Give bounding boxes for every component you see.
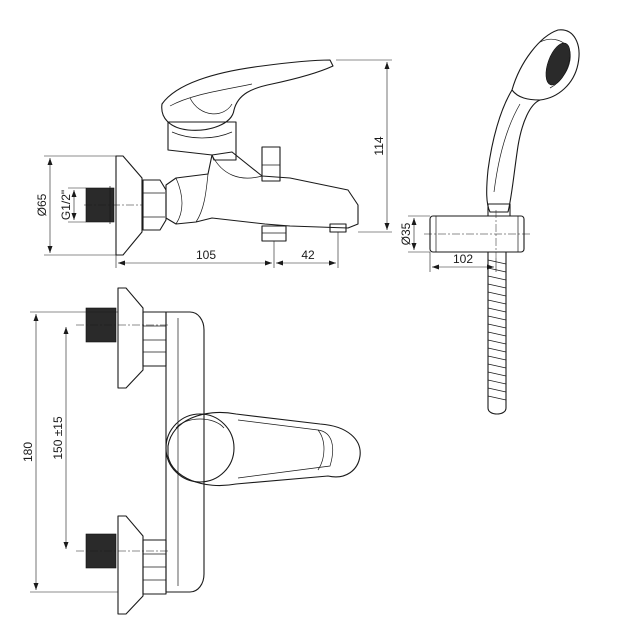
side-diverter-knob	[261, 146, 281, 182]
dim-center-distance: 150 ±15	[51, 416, 65, 460]
shower-handle	[486, 89, 541, 213]
front-lever-handle	[167, 411, 361, 487]
front-top-flange	[117, 287, 144, 389]
shower-nozzles	[545, 42, 571, 86]
hand-shower-view: Ø35 102	[399, 29, 580, 415]
side-cartridge	[167, 121, 237, 161]
front-bottom-hex-nut	[142, 539, 167, 595]
dim-spout-width: 42	[301, 248, 315, 262]
side-wall-flange	[115, 155, 143, 256]
dim-front-height: 180	[21, 442, 35, 462]
shower-handle-base	[487, 203, 511, 217]
side-bottom-outlet	[261, 225, 287, 242]
side-mixer-body	[165, 151, 359, 229]
front-mixer-body	[165, 311, 205, 593]
front-cartridge	[165, 413, 235, 483]
front-top-hex-nut	[142, 311, 167, 367]
front-view: 180 150 ±15	[21, 287, 361, 615]
dim-body-width: 105	[196, 248, 216, 262]
dim-holder-diameter: Ø35	[399, 222, 413, 245]
front-bottom-flange	[117, 515, 144, 615]
dim-holder-length: 102	[453, 252, 473, 266]
dim-flange-diameter: Ø65	[35, 193, 49, 216]
side-hex-nut	[142, 179, 167, 231]
shower-hose	[487, 251, 507, 415]
dim-total-height: 114	[372, 136, 386, 155]
shower-head	[511, 29, 580, 101]
side-lever-handle	[161, 59, 334, 131]
dim-thread-size: G1/2"	[59, 190, 73, 220]
hose-ribbing	[487, 259, 507, 401]
side-view: Ø65 G1/2" 105 42 114	[35, 59, 392, 268]
